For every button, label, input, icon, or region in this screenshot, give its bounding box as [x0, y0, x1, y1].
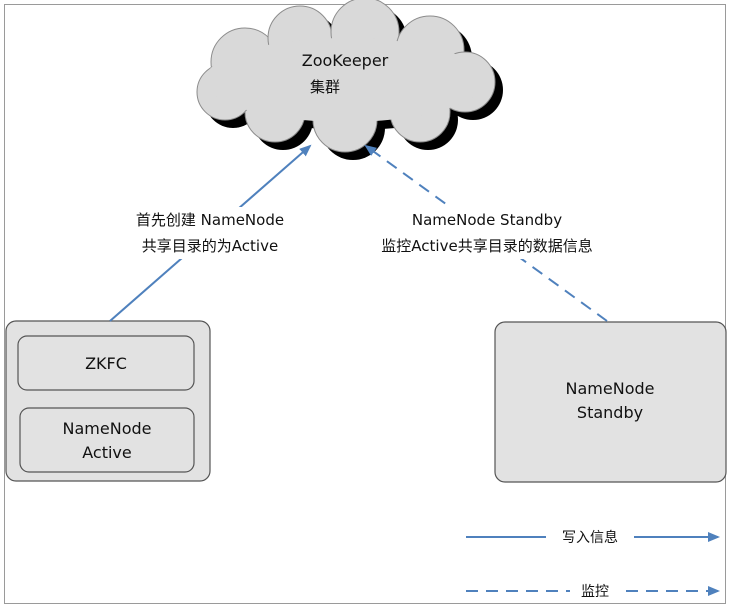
legend-monitor-label: 监控	[581, 584, 609, 600]
namenode-active-box	[19, 407, 195, 473]
zkfc-box	[17, 335, 195, 391]
namenode-active-line1: NameNode	[63, 419, 152, 438]
legend-write-label: 写入信息	[562, 529, 618, 546]
namenode-standby-box	[494, 321, 727, 483]
namenode-active-line2: Active	[82, 443, 132, 462]
namenode-standby-line1: NameNode	[566, 379, 655, 398]
cloud-title: ZooKeeper	[302, 51, 389, 70]
cloud-subtitle: 集群	[310, 78, 340, 96]
write-label-line2: 共享目录的为Active	[142, 237, 278, 255]
write-label-line1: 首先创建 NameNode	[136, 211, 284, 229]
monitor-label-line1: NameNode Standby	[412, 211, 562, 229]
monitor-label-line2: 监控Active共享目录的数据信息	[381, 237, 592, 255]
cloud-center	[205, 38, 485, 122]
zkfc-label: ZKFC	[85, 354, 127, 373]
namenode-standby-line2: Standby	[577, 403, 643, 422]
